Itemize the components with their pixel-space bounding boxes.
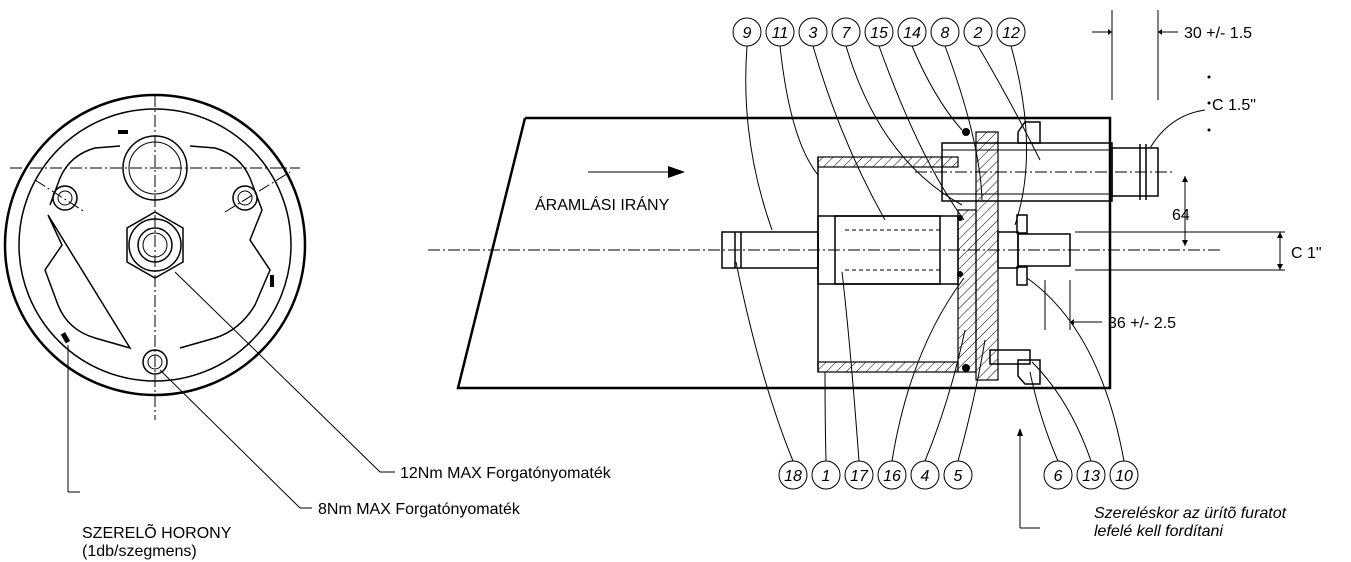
svg-text:5: 5: [954, 468, 963, 485]
assembly-note-2: lefelé kell fordítani: [1094, 523, 1223, 540]
svg-text:10: 10: [1115, 468, 1133, 485]
svg-text:1: 1: [822, 468, 831, 485]
bubble-11: 11: [765, 17, 795, 47]
svg-text:16: 16: [883, 468, 901, 485]
flow-arrow: [668, 166, 685, 178]
groove-mark: [60, 332, 71, 344]
housing-top-wall: [817, 156, 959, 168]
bubble-14: 14: [897, 17, 927, 47]
housing-bottom-wall: [817, 361, 959, 373]
dim-36: 36 +/- 2.5: [1108, 315, 1176, 332]
pipe-outline: [456, 116, 1112, 390]
svg-text:3: 3: [809, 25, 818, 42]
svg-text:9: 9: [743, 25, 752, 42]
dim-30: 30 +/- 1.5: [1184, 25, 1252, 42]
bubble-1: 1: [811, 460, 841, 490]
svg-text:14: 14: [903, 25, 921, 42]
bubble-16: 16: [877, 460, 907, 490]
bubble-3: 3: [798, 17, 828, 47]
bubble-12: 12: [996, 17, 1026, 47]
dim-64: 64: [1172, 207, 1190, 224]
torque-8nm-label: 8Nm MAX Forgatónyomaték: [318, 501, 521, 518]
bubble-6: 6: [1043, 460, 1073, 490]
assembly-note-1: Szereléskor az ürítõ furatot: [1094, 505, 1287, 522]
leader-c15: [1149, 109, 1206, 149]
dim-c15: C 1.5": [1212, 97, 1256, 114]
svg-text:7: 7: [842, 25, 852, 42]
svg-text:18: 18: [784, 468, 802, 485]
leader-12nm: [174, 271, 395, 473]
bubble-2: 2: [963, 17, 993, 47]
bubble-8: 8: [930, 17, 960, 47]
end-view: 12Nm MAX Forgatónyomaték 8Nm MAX Forgató…: [3, 93, 612, 560]
torque-12nm-label: 12Nm MAX Forgatónyomaték: [400, 465, 612, 482]
svg-text:2: 2: [973, 25, 983, 42]
svg-text:15: 15: [870, 25, 888, 42]
groove-label-sub: (1db/szegmens): [82, 543, 197, 560]
bubble-18: 18: [778, 460, 808, 490]
leader-8nm: [159, 369, 312, 509]
stub: [1017, 233, 1071, 267]
svg-text:8: 8: [941, 25, 950, 42]
inlet-pipe: [721, 231, 819, 269]
svg-text:12: 12: [1002, 25, 1020, 42]
bubble-15: 15: [864, 17, 894, 47]
segment-contour: [44, 145, 271, 350]
groove-mark: [270, 275, 274, 287]
o-ring: [962, 364, 970, 372]
bubble-9: 9: [732, 17, 762, 47]
dim-c1: C 1": [1291, 245, 1322, 262]
bubble-5: 5: [943, 460, 973, 490]
o-ring: [962, 128, 970, 136]
bolt-left: [52, 185, 78, 211]
svg-text:11: 11: [772, 25, 789, 42]
svg-text:4: 4: [921, 468, 930, 485]
groove-mark: [118, 130, 128, 134]
section-view: ÁRAMLÁSI IRÁNY 30 +/- 1.5 C 1.5" 64 C 1"…: [428, 10, 1322, 540]
groove-label: SZERELÕ HORONY: [82, 522, 232, 542]
bubble-4: 4: [910, 460, 940, 490]
svg-text:6: 6: [1054, 468, 1063, 485]
svg-text:17: 17: [850, 468, 869, 485]
bubble-13: 13: [1076, 460, 1106, 490]
flow-direction-label: ÁRAMLÁSI IRÁNY: [535, 195, 670, 214]
svg-text:13: 13: [1082, 468, 1100, 485]
bubble-7: 7: [831, 17, 861, 47]
bubble-10: 10: [1109, 460, 1139, 490]
top-boss: [1017, 121, 1041, 144]
drain-screw: [989, 349, 1031, 365]
bolt-right: [232, 185, 258, 211]
bubble-17: 17: [844, 460, 874, 490]
